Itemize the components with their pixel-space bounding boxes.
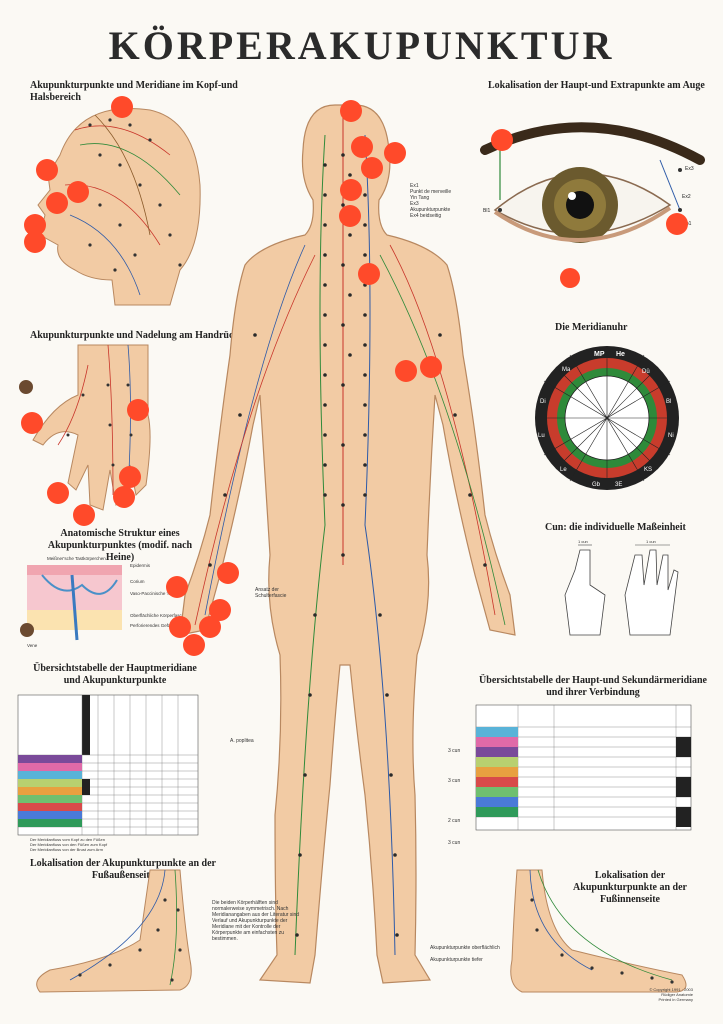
clock-label-gb: Gb xyxy=(592,482,601,488)
eye-section-heading: Lokalisation der Haupt-und Extrapunkte a… xyxy=(488,80,705,91)
neck-note-line: Yin Tang xyxy=(410,195,430,201)
skin-structure-illustration: Epidermis Corium Vaso-Paccinische Tastkö… xyxy=(20,556,201,648)
neck-note-line: Ex3 xyxy=(410,201,419,207)
secondary-table-heading: Übersichtstabelle der Haupt-und Sekundär… xyxy=(479,675,707,698)
publisher-footer: © Copyright 1991 · 2003 Rüdiger Anatomie… xyxy=(649,987,693,1002)
marker-dots xyxy=(21,399,149,526)
marker-dots xyxy=(491,129,688,288)
neck-note-line: Ex4 beidseitig xyxy=(410,213,442,219)
cun-marker: 3 cun xyxy=(448,778,461,784)
hand-section-heading: Akupunkturpunkte und Nadelung am Handrüc… xyxy=(30,330,249,341)
main-meridian-table xyxy=(17,694,199,836)
clock-label-le: Le xyxy=(560,467,567,473)
skin-label-meissner: Meißner'sche Tastkörperchen xyxy=(47,556,106,561)
foot-inner-heading: Lokalisation der Akupunkturpunkte an der… xyxy=(573,870,687,905)
secondary-meridian-table xyxy=(475,704,692,831)
skin-label-fascie: Oberflächliche Körperfascie xyxy=(130,613,186,618)
clock-label-mp: MP xyxy=(594,351,605,358)
clock-label-lu: Lu xyxy=(538,433,545,439)
footnote: Der Meridianfluss von den Füßen zum Kopf xyxy=(30,842,108,847)
page-title: KÖRPERAKUPUNKTUR xyxy=(108,23,615,68)
head-meridian-illustration xyxy=(24,96,201,306)
cun-section-heading: Cun: die individuelle Maßeinheit xyxy=(545,522,686,533)
foot-note-2: Akupunkturpunkte tiefer xyxy=(430,957,483,963)
clock-label-du: Dü xyxy=(642,369,650,375)
clock-label-di: Di xyxy=(540,399,546,405)
body-paragraph: Die beiden Körperhälften sind normalerwe… xyxy=(212,900,299,942)
main-table-heading: Übersichtstabelle der Hauptmeridiane und… xyxy=(33,663,197,686)
cun-illustration: 1 cun 1 cun xyxy=(564,539,679,636)
skin-label-bundle: Perforierendes Gefäßnervenbündel xyxy=(130,623,201,628)
eye-label-bl1: Bl1 xyxy=(483,208,490,214)
eye-label-ex2: Ex2 xyxy=(682,194,691,200)
footer-line: © Copyright 1991 · 2003 xyxy=(649,987,693,992)
cun-marker: 2 cun xyxy=(448,818,461,824)
head-section-heading: Akupunkturpunkte und Meridiane im Kopf-u… xyxy=(30,80,238,103)
fascia-note: Ansatz der Schulterfascie xyxy=(255,587,287,599)
neck-note-line: Ex1 xyxy=(410,183,419,189)
clock-label-he: He xyxy=(616,351,625,358)
clock-label-3e: 3E xyxy=(615,482,622,488)
clock-label-bl: Bl xyxy=(666,399,671,405)
eye-label-ex3: Ex3 xyxy=(685,166,694,172)
foot-note-1: Akupunkturpunkte oberflächlich xyxy=(430,945,500,951)
hand-illustration xyxy=(19,344,151,526)
body-figure xyxy=(166,100,516,984)
cun-label-thumb: 1 cun xyxy=(578,539,588,544)
neck-note-line: Punkt de merveille xyxy=(410,189,452,195)
foot-outer-heading: Lokalisation der Akupunkturpunkte an der… xyxy=(30,858,216,881)
clock-label-ks: KS xyxy=(644,467,652,473)
skin-section-heading: Anatomische Struktur eines Akupunkturpun… xyxy=(47,528,193,563)
marker-dots xyxy=(166,100,442,656)
footer-line: Printed in Germany xyxy=(658,997,693,1002)
foot-inner-illustration xyxy=(510,869,687,993)
foot-outer-illustration xyxy=(36,869,192,993)
meridian-clock: MP He Ma Dü Di Bl Lu Ni Le KS Gb 3E xyxy=(535,346,679,490)
marker-dots xyxy=(24,96,133,253)
popliteal-note: A. poplitea xyxy=(230,738,254,744)
skin-label-vaso: Vaso-Paccinische Tastkörperchen xyxy=(130,591,198,596)
cun-label-fingers: 1 cun xyxy=(646,539,656,544)
footnote: Der Meridianfluss von der Brust zum Arm xyxy=(30,847,103,852)
main-table-footnotes: Der Meridianfluss vom Kopf zu den Füßen … xyxy=(30,837,190,852)
cun-marker: 3 cun xyxy=(448,840,461,846)
neck-note-line: Akupunkturpunkte xyxy=(410,207,451,213)
skin-label-epidermis: Epidermis xyxy=(130,563,151,568)
footnote: Der Meridianfluss vom Kopf zu den Füßen xyxy=(30,837,105,842)
neck-note: Ex1 Punkt de merveille Yin Tang Ex3 Akup… xyxy=(410,183,470,219)
skin-label-vene: Vene xyxy=(27,643,38,648)
clock-section-heading: Die Meridianuhr xyxy=(555,322,628,333)
clock-label-ma: Ma xyxy=(562,367,571,373)
eye-illustration: Bl1 Ex3 Ex2 Gb1 xyxy=(480,122,705,288)
footer-line: Rüdiger Anatomie xyxy=(661,992,693,997)
clock-label-ni: Ni xyxy=(668,433,674,439)
cun-marker: 3 cun xyxy=(448,748,461,754)
skin-label-corium: Corium xyxy=(130,579,145,584)
